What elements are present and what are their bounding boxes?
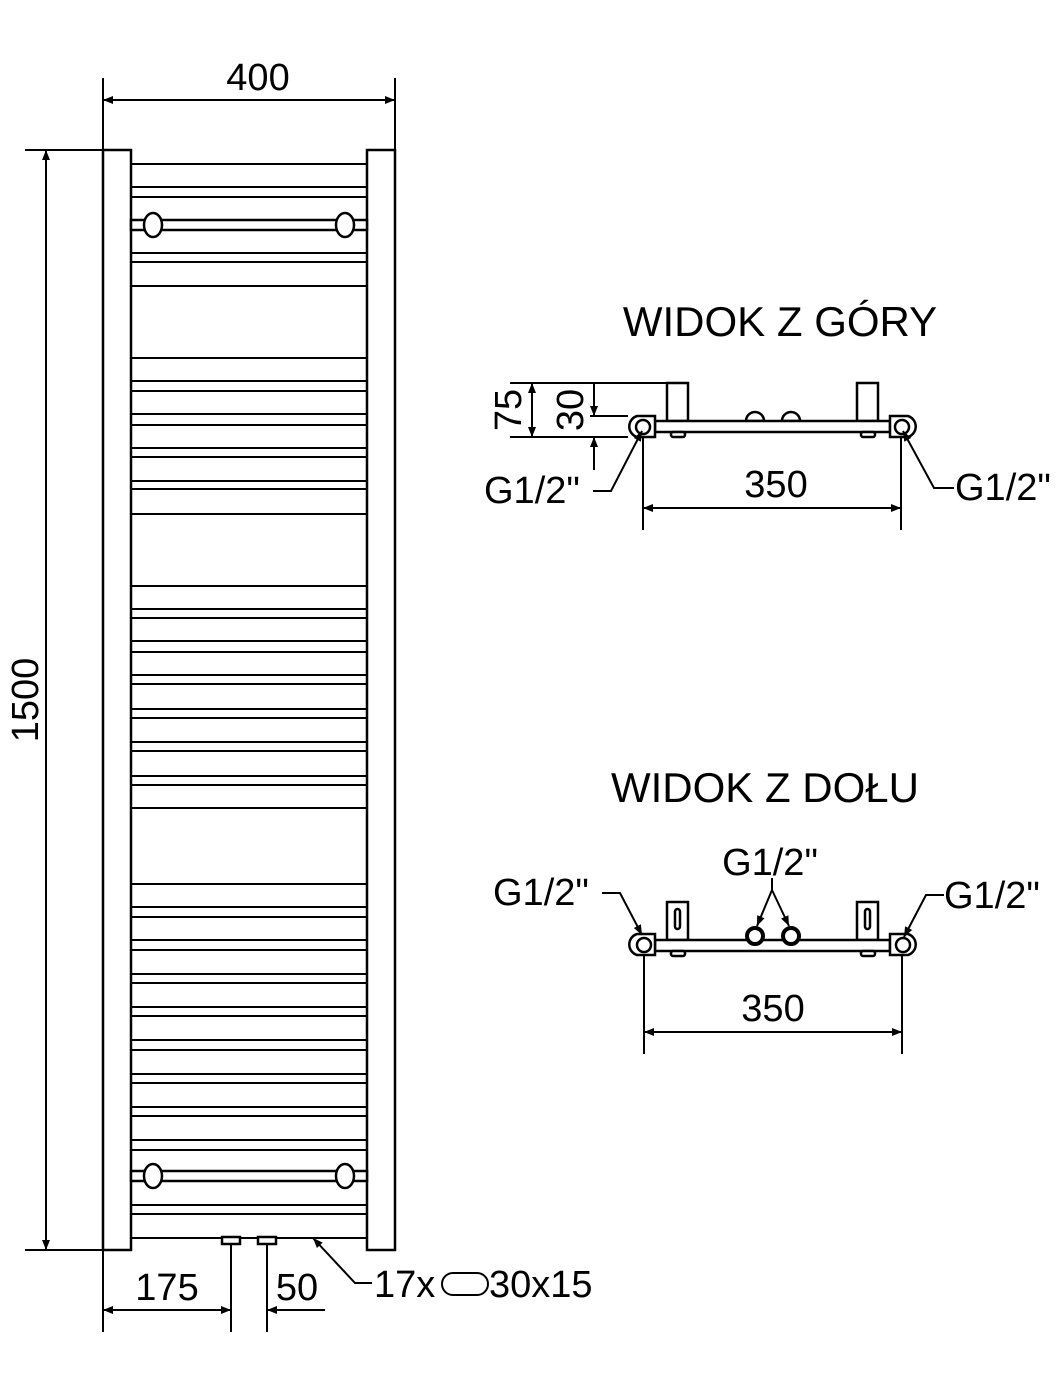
connection-leader — [756, 889, 773, 927]
towel-bars — [129, 211, 369, 1190]
top-view-title: WIDOK Z GÓRY — [623, 298, 937, 345]
connection-leader — [903, 894, 944, 938]
tube-leader — [312, 1237, 372, 1284]
connection-leader — [902, 430, 954, 489]
left-connection-label: G1/2" — [493, 872, 589, 914]
bottom-view-title: WIDOK Z DOŁU — [611, 764, 919, 811]
bottom-view: WIDOK Z DOŁU G1/2" G1/2" G1/2" 350 — [493, 764, 1040, 1054]
connection-leader — [602, 892, 643, 936]
connection-port — [635, 936, 653, 954]
towel-bar — [129, 218, 369, 232]
tube-profile: 30x15 — [489, 1264, 593, 1306]
foot — [859, 949, 877, 958]
connection-icon — [744, 410, 766, 423]
wall-bracket — [665, 381, 690, 423]
mounting-slot — [673, 907, 682, 931]
oval-profile-icon — [441, 1272, 489, 1296]
mounting-slot — [863, 907, 872, 931]
collector-bar — [653, 938, 892, 953]
left-offset-dimension: 175 — [135, 1267, 198, 1309]
width-dimension: 400 — [226, 57, 289, 99]
towel-bar-mount — [334, 211, 356, 239]
top-view: WIDOK Z GÓRY 75 30 G1/2" G1/2" 350 — [484, 298, 1051, 530]
towel-bar — [129, 1169, 369, 1183]
connection-port — [781, 926, 801, 946]
center-connection-label: G1/2" — [722, 842, 818, 884]
right-connection-label: G1/2" — [955, 467, 1051, 509]
spacing-dimension: 350 — [744, 464, 807, 506]
right-connection-label: G1/2" — [944, 875, 1040, 917]
offset-dimension: 30 — [550, 389, 592, 431]
towel-bar-mount — [334, 1162, 356, 1190]
foot — [669, 949, 687, 958]
connection-icon — [780, 410, 802, 423]
left-connection-label: G1/2" — [484, 470, 580, 512]
towel-bar-mount — [142, 211, 164, 239]
towel-bar-mount — [142, 1162, 164, 1190]
spacing-dimension: 350 — [741, 988, 804, 1030]
connection-leader — [771, 889, 790, 927]
connection-port — [634, 418, 652, 436]
foot — [669, 430, 687, 439]
wall-bracket — [855, 381, 880, 423]
depth-dimension: 75 — [488, 389, 530, 431]
tube-count: 17x — [374, 1264, 435, 1306]
height-dimension: 1500 — [5, 658, 47, 743]
collector-bar — [653, 419, 892, 434]
connection-stub — [256, 1235, 278, 1246]
foot — [859, 430, 877, 439]
connection-port — [893, 418, 911, 436]
connection-port — [745, 926, 765, 946]
connection-stub — [220, 1235, 242, 1246]
connection-port — [894, 936, 912, 954]
connection-leader — [593, 430, 643, 492]
heating-tubes — [131, 163, 367, 1239]
front-view: 400 1500 175 50 17x 30x15 — [5, 57, 593, 1332]
right-column — [365, 148, 397, 1252]
left-column — [101, 148, 133, 1252]
connection-spacing-dimension: 50 — [276, 1267, 318, 1309]
